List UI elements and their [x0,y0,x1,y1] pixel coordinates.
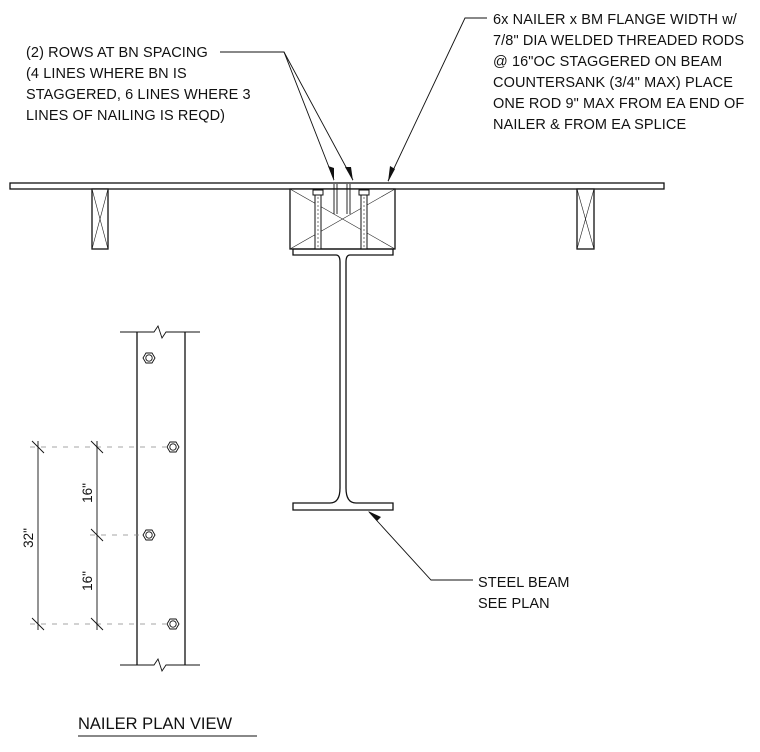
nailer-note-leader [387,17,487,182]
nailer-leader-arrow [388,166,395,182]
section-view [9,182,665,511]
plan-title: NAILER PLAN VIEW [78,715,232,733]
plan-break-bottom [120,657,200,673]
dimension-overall [31,440,45,631]
plan-rod-1 [142,352,156,364]
nailer-note-line-1: 6x NAILER x BM FLANGE WIDTH w/ [493,12,738,28]
sheathing-nails [333,184,351,214]
beam-note-line-1: STEEL BEAM [478,575,570,591]
rows-leader-arrow-1 [328,166,334,181]
dimension-16-spacing [90,440,104,631]
leader-lines [220,17,487,581]
rows-note-line-4: LINES OF NAILING IS REQD) [26,108,225,124]
beam-note: STEEL BEAM SEE PLAN [478,575,570,612]
wood-nailer [289,188,396,250]
rows-note-line-1: (2) ROWS AT BN SPACING [26,45,208,61]
beam-leader-arrow [368,511,381,521]
steel-beam [292,248,394,511]
beam-note-leader [368,511,473,581]
rows-note-line-3: STAGGERED, 6 LINES WHERE 3 [26,87,251,103]
left-joist [91,188,109,250]
nailer-note: 6x NAILER x BM FLANGE WIDTH w/ 7/8" DIA … [493,12,744,133]
plan-rod-3 [142,529,156,541]
rows-note-line-2: (4 LINES WHERE BN IS [26,66,187,82]
rows-note: (2) ROWS AT BN SPACING (4 LINES WHERE BN… [26,45,251,124]
threaded-rod-right [358,189,370,250]
beam-note-line-2: SEE PLAN [478,596,550,612]
nailer-note-line-4: COUNTERSANK (3/4" MAX) PLACE [493,75,733,91]
plan-title-group: NAILER PLAN VIEW [78,715,257,737]
right-joist [576,188,595,250]
dimension-upper-label: 16" [80,483,95,503]
rows-note-leader [220,51,335,181]
rows-leader-arrow-2 [345,167,353,181]
nailer-note-line-3: @ 16"OC STAGGERED ON BEAM [493,54,722,70]
dimension-overall-label: 32" [21,528,36,548]
nailer-note-line-5: ONE ROD 9" MAX FROM EA END OF [493,96,744,112]
nailer-note-line-6: NAILER & FROM EA SPLICE [493,117,686,133]
threaded-rod-left [312,189,324,250]
nailer-plan [30,324,200,673]
nailer-note-line-2: 7/8" DIA WELDED THREADED RODS [493,33,744,49]
dimension-lower-label: 16" [80,571,95,591]
plan-rod-4 [166,618,180,630]
plan-rod-2 [166,441,180,453]
plan-break-top [120,324,200,340]
